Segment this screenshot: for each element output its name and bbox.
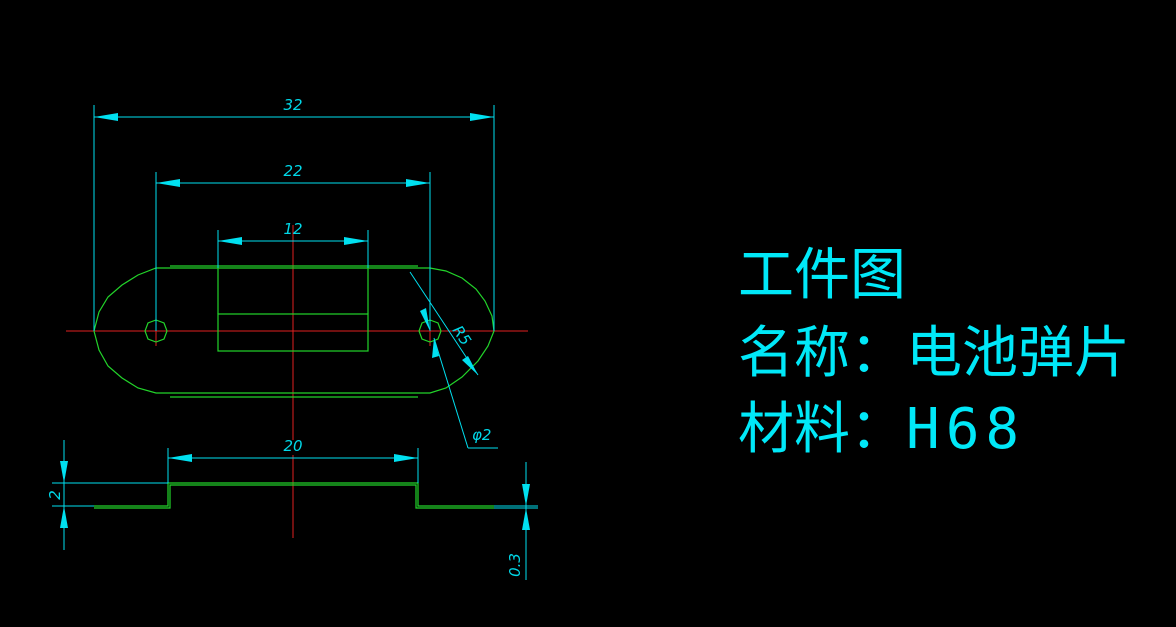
dim-text-r5: R5: [449, 322, 475, 349]
side-profile-inner: [94, 484, 494, 509]
material-row: 材料：H68: [738, 402, 1025, 458]
arrow-22-right: [406, 179, 430, 187]
arrow-12-right: [344, 237, 368, 245]
arrow-12-left: [218, 237, 242, 245]
dim-text-03: 0.3: [506, 553, 524, 577]
outer-obround-profile: [93, 267, 495, 394]
material-value: H68: [906, 397, 1026, 462]
right-hole: [418, 319, 442, 343]
arrow-22-left: [156, 179, 180, 187]
dimension-2: 2: [46, 440, 168, 550]
dimension-0-3: 0.3: [494, 462, 538, 580]
dimension-22: 22: [155, 162, 431, 331]
left-hole: [144, 319, 168, 343]
top-view-outline: [93, 265, 495, 398]
arrow-20-right: [394, 454, 418, 462]
drawing-title: 工件图: [738, 248, 906, 304]
title-label: 工件图: [738, 243, 906, 308]
dim-text-20: 20: [283, 437, 302, 455]
arrow-03-top: [522, 484, 530, 506]
arrow-20-left: [168, 454, 192, 462]
dim-text-32: 32: [283, 96, 302, 114]
dimension-20: 20: [167, 437, 419, 483]
arrow-03-bottom: [522, 508, 530, 530]
dimension-phi2: φ2: [432, 337, 498, 449]
arrow-32-left: [94, 113, 118, 121]
part-name-value: 电池弹片: [906, 321, 1130, 386]
dimension-32: 32: [93, 96, 495, 331]
arrow-r5-center: [420, 308, 430, 331]
dimension-12: 12: [217, 220, 369, 268]
part-name-row: 名称：电池弹片: [738, 326, 1130, 382]
dim-text-phi2: φ2: [472, 426, 491, 444]
arrow-r5: [462, 356, 478, 375]
center-tab-rect: [217, 313, 369, 352]
side-profile-outer: [94, 482, 494, 507]
leader-phi2: [433, 337, 469, 449]
arrow-2-top: [60, 461, 68, 483]
center-lines: [66, 225, 528, 538]
arrow-32-right: [470, 113, 494, 121]
side-view-outline: [94, 482, 494, 509]
dim-text-2: 2: [46, 490, 64, 500]
arrow-phi2: [432, 338, 439, 358]
arrow-2-bottom: [60, 506, 68, 528]
material-label: 材料：: [738, 397, 906, 462]
dim-text-12: 12: [283, 220, 302, 238]
part-name-label: 名称：: [738, 321, 906, 386]
dim-text-22: 22: [283, 162, 302, 180]
dimension-r5: R5: [409, 271, 479, 376]
